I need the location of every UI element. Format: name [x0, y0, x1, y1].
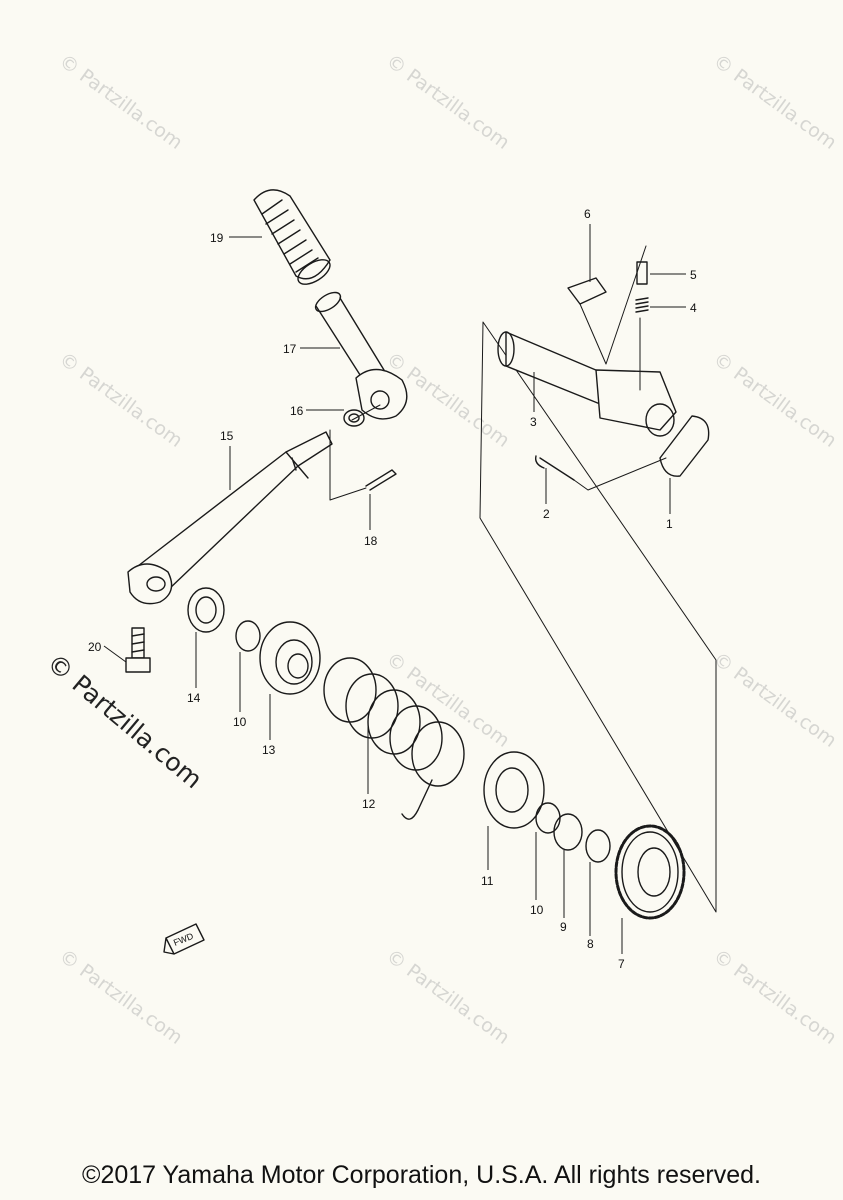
pin-18: [365, 469, 397, 491]
part-label: 8: [587, 937, 594, 951]
part-label: 10: [233, 715, 247, 729]
circlip-10-upper: [235, 620, 261, 652]
part-label: 13: [262, 743, 276, 757]
part-label: 16: [290, 404, 304, 418]
kick-gear-7: [614, 824, 686, 920]
ratchet-6: [567, 277, 607, 305]
part-label: 12: [362, 797, 376, 811]
stopper-plate-11: [483, 751, 545, 829]
torsion-spring-12: [323, 657, 465, 820]
kick-lever-15: [127, 431, 333, 605]
bolt-20: [125, 627, 151, 673]
part-label: 19: [210, 231, 224, 245]
washer-8: [585, 829, 611, 863]
circlip-10-lower: [535, 802, 561, 834]
bolt-2: [534, 455, 575, 481]
seal-14: [187, 587, 225, 633]
spring-4: [635, 297, 649, 313]
part-label: 5: [690, 268, 697, 282]
part-label: 11: [481, 874, 494, 888]
part-label: 9: [560, 920, 567, 934]
assembly-frame: [479, 321, 717, 913]
part-label: 18: [364, 534, 378, 548]
part-label: 14: [187, 691, 201, 705]
copyright-text: ©2017 Yamaha Motor Corporation, U.S.A. A…: [82, 1161, 761, 1189]
part-label: 4: [690, 301, 697, 315]
part-label: 20: [88, 640, 102, 654]
part-label: 1: [666, 517, 673, 531]
kick-axle-3: [497, 331, 677, 437]
guide-1: [659, 415, 710, 477]
part-label: 6: [584, 207, 591, 221]
washer-16: [343, 409, 365, 427]
pin-5: [636, 261, 648, 285]
part-label: 17: [283, 342, 297, 356]
kick-arm-17: [314, 291, 408, 420]
fwd-arrow: [163, 923, 205, 955]
part-label: 10: [530, 903, 544, 917]
part-label: 15: [220, 429, 234, 443]
grip-19: [253, 189, 331, 285]
part-label: 2: [543, 507, 550, 521]
washer-9: [553, 813, 583, 851]
part-label: 7: [618, 957, 625, 971]
spring-guide-13: [259, 621, 321, 695]
part-label: 3: [530, 415, 537, 429]
